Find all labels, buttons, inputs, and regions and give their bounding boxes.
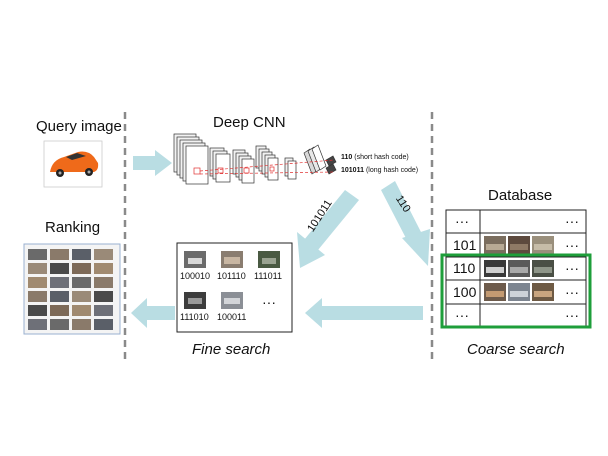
arrow-cnn-to-fine	[297, 190, 359, 268]
query-image-label: Query image	[36, 118, 122, 135]
db-row-code: ···	[455, 213, 469, 229]
db-row-code: ···	[455, 307, 469, 323]
long-hash-desc: (long hash code)	[365, 167, 419, 174]
arrow-query-to-cnn	[133, 150, 172, 176]
ranking-thumb	[72, 277, 91, 288]
ranking-thumb	[72, 263, 91, 274]
ranking-thumb	[94, 263, 113, 274]
db-row-code: 100	[453, 284, 477, 300]
ranking-thumb	[50, 319, 69, 330]
long-hash-annotation: 101011 (long hash code)	[341, 167, 418, 174]
db-row-more: ···	[565, 284, 579, 300]
database-table	[440, 209, 592, 329]
ranking-thumb	[50, 249, 69, 260]
ranking-thumb	[94, 305, 113, 316]
db-row-code: 101	[453, 237, 477, 253]
fine-ellipsis: ···	[262, 294, 276, 310]
ranking-thumb	[72, 291, 91, 302]
arrow-database-to-fine	[305, 298, 423, 328]
ranking-thumb	[72, 319, 91, 330]
deep-cnn-label: Deep CNN	[213, 114, 286, 131]
db-row-code: 110	[453, 260, 476, 276]
ranking-thumb	[28, 277, 47, 288]
ranking-thumb	[28, 291, 47, 302]
ranking-thumb	[72, 249, 91, 260]
short-hash-bits: 110	[341, 154, 353, 161]
ranking-thumb	[28, 263, 47, 274]
database-label: Database	[488, 187, 553, 204]
arrow-fine-to-ranking	[131, 298, 175, 328]
fine-code-2: 101110	[217, 271, 246, 281]
cnn-block-1	[173, 133, 209, 185]
cnn-layers	[173, 133, 337, 185]
ranking-thumb	[50, 305, 69, 316]
ranking-panel	[23, 243, 121, 335]
query-image	[43, 140, 103, 188]
ranking-thumb	[50, 291, 69, 302]
ranking-thumb	[50, 263, 69, 274]
cnn-block-2	[209, 147, 231, 183]
cnn-block-4	[255, 145, 279, 181]
database-highlight	[440, 253, 592, 329]
cnn-fc-layers	[303, 144, 337, 175]
cnn-block-5	[284, 157, 297, 180]
db-row-more: ···	[565, 307, 579, 323]
fine-code-1: 100010	[180, 271, 211, 281]
fine-search-label: Fine search	[192, 341, 271, 358]
fine-code-5: 100011	[217, 312, 247, 322]
ranking-thumb	[28, 319, 47, 330]
db-row-more: ···	[565, 213, 579, 229]
short-hash-annotation: 110 (short hash code)	[341, 154, 409, 161]
arrow-cnn-to-database	[381, 181, 430, 266]
fine-search-panel	[176, 242, 293, 333]
db-row-more: ···	[565, 237, 579, 253]
ranking-thumb	[94, 249, 113, 260]
coarse-search-label: Coarse search	[467, 341, 565, 358]
fine-code-3: 111011	[254, 271, 283, 281]
ranking-label: Ranking	[45, 219, 101, 236]
ranking-thumb	[94, 319, 113, 330]
fine-code-4: 111010	[180, 312, 209, 322]
ranking-thumb	[94, 277, 113, 288]
ranking-thumb	[72, 305, 91, 316]
short-hash-desc: (short hash code)	[354, 154, 409, 161]
ranking-thumb	[50, 277, 69, 288]
long-hash-bits: 101011	[341, 167, 364, 174]
db-row-more: ···	[565, 260, 579, 276]
ranking-thumb	[28, 305, 47, 316]
ranking-thumb	[94, 291, 113, 302]
ranking-thumb	[28, 249, 47, 260]
